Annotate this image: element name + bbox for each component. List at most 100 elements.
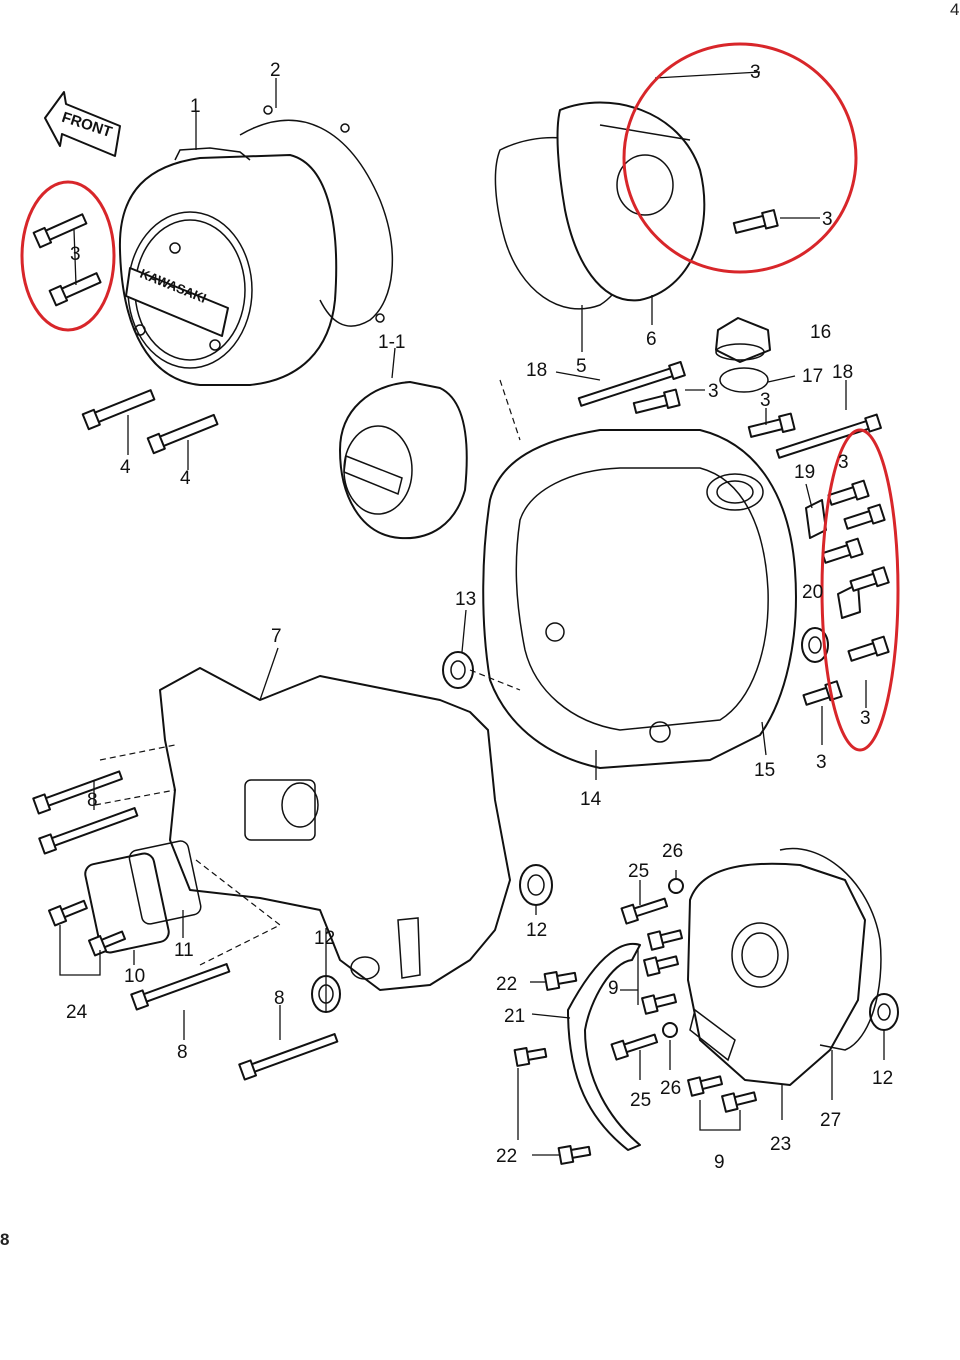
callout-label: 26 xyxy=(662,841,683,862)
bolt xyxy=(632,388,681,414)
callout-label: 8 xyxy=(177,1042,188,1063)
bolt xyxy=(81,389,156,431)
callout-label: 8 xyxy=(274,988,285,1009)
seal-12-right xyxy=(869,993,899,1031)
bolt xyxy=(687,1075,724,1097)
seal-12-center xyxy=(519,864,553,906)
callout-label: 16 xyxy=(810,322,831,343)
bolt xyxy=(775,413,882,459)
gasket-27 xyxy=(779,847,882,1051)
bolts xyxy=(32,209,890,1165)
callout-label: 9 xyxy=(714,1152,725,1173)
callout-label: 13 xyxy=(455,589,476,610)
callout-label: 26 xyxy=(660,1078,681,1099)
callout-label: 12 xyxy=(872,1068,893,1089)
callout-label: 5 xyxy=(576,356,587,377)
callout-label: 7 xyxy=(271,626,282,647)
bolt xyxy=(802,680,843,706)
bolt xyxy=(821,537,864,564)
callout-label: 24 xyxy=(66,1002,88,1023)
callout-label: 3 xyxy=(708,381,719,402)
bolt xyxy=(543,971,578,991)
bolt xyxy=(641,993,678,1015)
callout-label: 3 xyxy=(860,708,871,729)
cover-gasket xyxy=(239,105,394,327)
bolt xyxy=(146,413,219,455)
callout-label: 1-1 xyxy=(378,332,405,353)
callout-label: 3 xyxy=(760,390,771,411)
callout-label: 25 xyxy=(630,1090,651,1111)
bolt xyxy=(557,1145,592,1165)
page-number-mark: 4 xyxy=(950,0,960,19)
bolt xyxy=(577,360,686,407)
edge-mark: 8 xyxy=(0,1230,10,1249)
callout-label: 18 xyxy=(526,360,547,381)
generator-cover: KAWASAKI xyxy=(118,147,338,386)
callout-label: 4 xyxy=(120,457,131,478)
rear-cover-23 xyxy=(687,862,866,1086)
callout-label: 23 xyxy=(770,1134,791,1155)
bolt xyxy=(620,897,669,925)
bolt xyxy=(238,1033,339,1081)
sprocket-cover xyxy=(159,667,511,991)
bolt xyxy=(88,930,127,957)
bolt xyxy=(827,479,870,506)
leader-lines xyxy=(59,71,885,1156)
callout-label: 19 xyxy=(794,462,815,483)
callout-label: 15 xyxy=(754,760,775,781)
callout-label: 27 xyxy=(820,1110,841,1131)
callout-label: 10 xyxy=(124,966,145,987)
callout-label: 1 xyxy=(190,96,201,117)
bolt xyxy=(647,929,684,951)
callout-label: 12 xyxy=(526,920,547,941)
alignment-lines xyxy=(94,379,521,966)
callout-label: 4 xyxy=(180,468,191,489)
bolt xyxy=(721,1091,758,1113)
bolt xyxy=(32,770,123,815)
clutch-cover xyxy=(482,429,797,769)
bolt xyxy=(513,1047,548,1067)
o-ring-17 xyxy=(719,367,769,393)
oil-seal-13 xyxy=(442,651,474,689)
highlight-circle-top-right xyxy=(622,42,858,274)
callout-label: 20 xyxy=(802,582,823,603)
callout-label: 22 xyxy=(496,974,517,995)
front-arrow-badge: FRONT xyxy=(44,91,121,157)
chain-guide-21 xyxy=(567,942,641,1151)
washer-26-top xyxy=(668,878,684,894)
callout-label: 3 xyxy=(750,62,761,83)
bolt xyxy=(38,807,139,855)
callout-label: 22 xyxy=(496,1146,517,1167)
callout-label: 3 xyxy=(822,209,833,230)
gasket-11 xyxy=(128,840,202,925)
callout-label: 21 xyxy=(504,1006,525,1027)
bolt xyxy=(847,635,890,662)
callout-label: 9 xyxy=(608,978,619,999)
callout-label: 11 xyxy=(174,940,194,961)
bolt xyxy=(48,899,88,927)
callout-label: 17 xyxy=(802,366,823,387)
small-cover-1-1 xyxy=(339,381,468,540)
callout-label: 14 xyxy=(580,789,602,810)
bolt xyxy=(32,213,88,249)
callout-label: 18 xyxy=(832,362,853,383)
bolt xyxy=(849,566,890,592)
callout-label: 2 xyxy=(270,60,281,81)
bolt xyxy=(48,272,102,307)
bolt xyxy=(610,1033,659,1061)
callout-label: 3 xyxy=(838,452,849,473)
callout-label: 12 xyxy=(314,928,335,949)
filler-cap-16 xyxy=(715,317,771,363)
bolt xyxy=(732,209,779,234)
bolt xyxy=(130,963,231,1011)
bolt xyxy=(843,503,886,530)
clip-20 xyxy=(837,583,861,619)
top-right-cover xyxy=(494,101,706,310)
callout-label: 8 xyxy=(87,790,98,811)
washer-26-bottom xyxy=(662,1022,678,1038)
callout-label: 3 xyxy=(816,752,827,773)
plate-10 xyxy=(84,852,170,954)
callout-labels: 1 2 3 1-1 4 3 4 3 3 5 6 16 17 18 18 3 3 … xyxy=(66,60,893,1173)
highlight-circle-right xyxy=(820,428,900,752)
